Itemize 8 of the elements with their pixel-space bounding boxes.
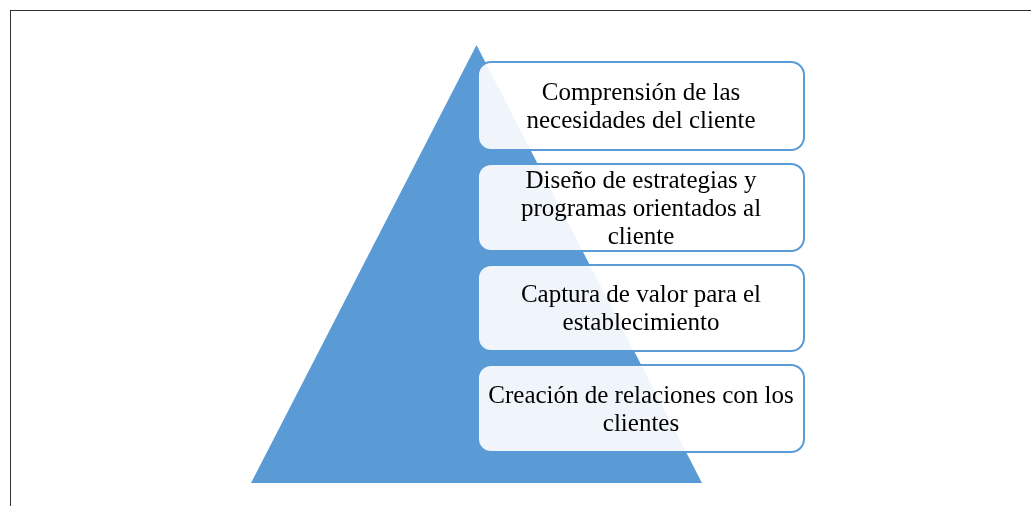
level-label: Creación de relaciones con los clientes — [487, 380, 795, 437]
level-label: Captura de valor para el establecimiento — [519, 280, 763, 336]
level-box — [477, 264, 805, 352]
level-box — [477, 61, 805, 151]
level-label: Comprensión de las necesidades del cliente — [525, 78, 757, 134]
level-box — [477, 163, 805, 252]
level-box — [477, 364, 805, 453]
level-label: Diseño de estrategias y programas orientados al cliente — [519, 165, 763, 250]
